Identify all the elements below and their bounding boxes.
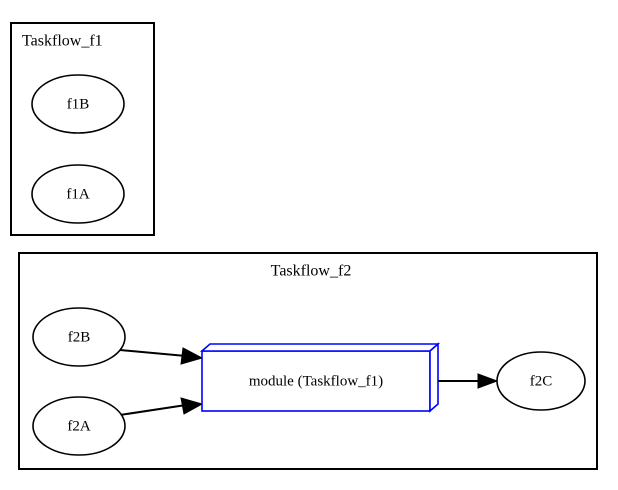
cluster-f2-border bbox=[18, 252, 598, 470]
node-module[interactable]: module (Taskflow_f1) bbox=[199, 342, 441, 413]
node-f2B-label: f2B bbox=[68, 329, 91, 345]
node-module-side-face bbox=[429, 342, 439, 413]
cluster-f1-label: Taskflow_f1 bbox=[22, 33, 103, 50]
edge-f2A-to-module-line[interactable] bbox=[119, 404, 187, 416]
node-f2A-ellipse[interactable] bbox=[32, 396, 126, 456]
node-f1A-label: f1A bbox=[66, 186, 89, 202]
edge-f2A-to-module-arrowhead bbox=[180, 397, 204, 415]
cluster-f2-label: Taskflow_f2 bbox=[271, 263, 352, 280]
edge-f2A-to-module[interactable] bbox=[119, 397, 204, 416]
edge-f2B-to-module[interactable] bbox=[119, 347, 204, 365]
edge-f2B-to-module-arrowhead bbox=[180, 347, 204, 365]
node-f2C[interactable]: f2C bbox=[496, 351, 586, 411]
node-f1B[interactable]: f1B bbox=[31, 74, 125, 134]
cluster-taskflow-f1: Taskflow_f1 f1B f1A bbox=[10, 22, 155, 236]
node-f1A-ellipse[interactable] bbox=[31, 164, 125, 224]
node-f2B[interactable]: f2B bbox=[32, 307, 126, 367]
edge-module-to-f2C-arrowhead bbox=[477, 373, 499, 389]
edge-f2B-to-module-line[interactable] bbox=[119, 349, 187, 357]
node-f2C-label: f2C bbox=[530, 373, 553, 389]
cluster-taskflow-f2: Taskflow_f2 module (Taskflow_f1) bbox=[18, 252, 598, 470]
cluster-f1-border bbox=[10, 22, 155, 236]
edge-module-to-f2C[interactable] bbox=[438, 373, 499, 389]
node-f1B-ellipse[interactable] bbox=[31, 74, 125, 134]
node-f1A[interactable]: f1A bbox=[31, 164, 125, 224]
node-f2A[interactable]: f2A bbox=[32, 396, 126, 456]
node-f2A-label: f2A bbox=[67, 418, 90, 434]
node-module-label: module (Taskflow_f1) bbox=[249, 373, 383, 389]
node-f2B-ellipse[interactable] bbox=[32, 307, 126, 367]
node-f2C-ellipse[interactable] bbox=[496, 351, 586, 411]
node-f1B-label: f1B bbox=[67, 96, 90, 112]
node-module-top-face bbox=[199, 343, 441, 352]
